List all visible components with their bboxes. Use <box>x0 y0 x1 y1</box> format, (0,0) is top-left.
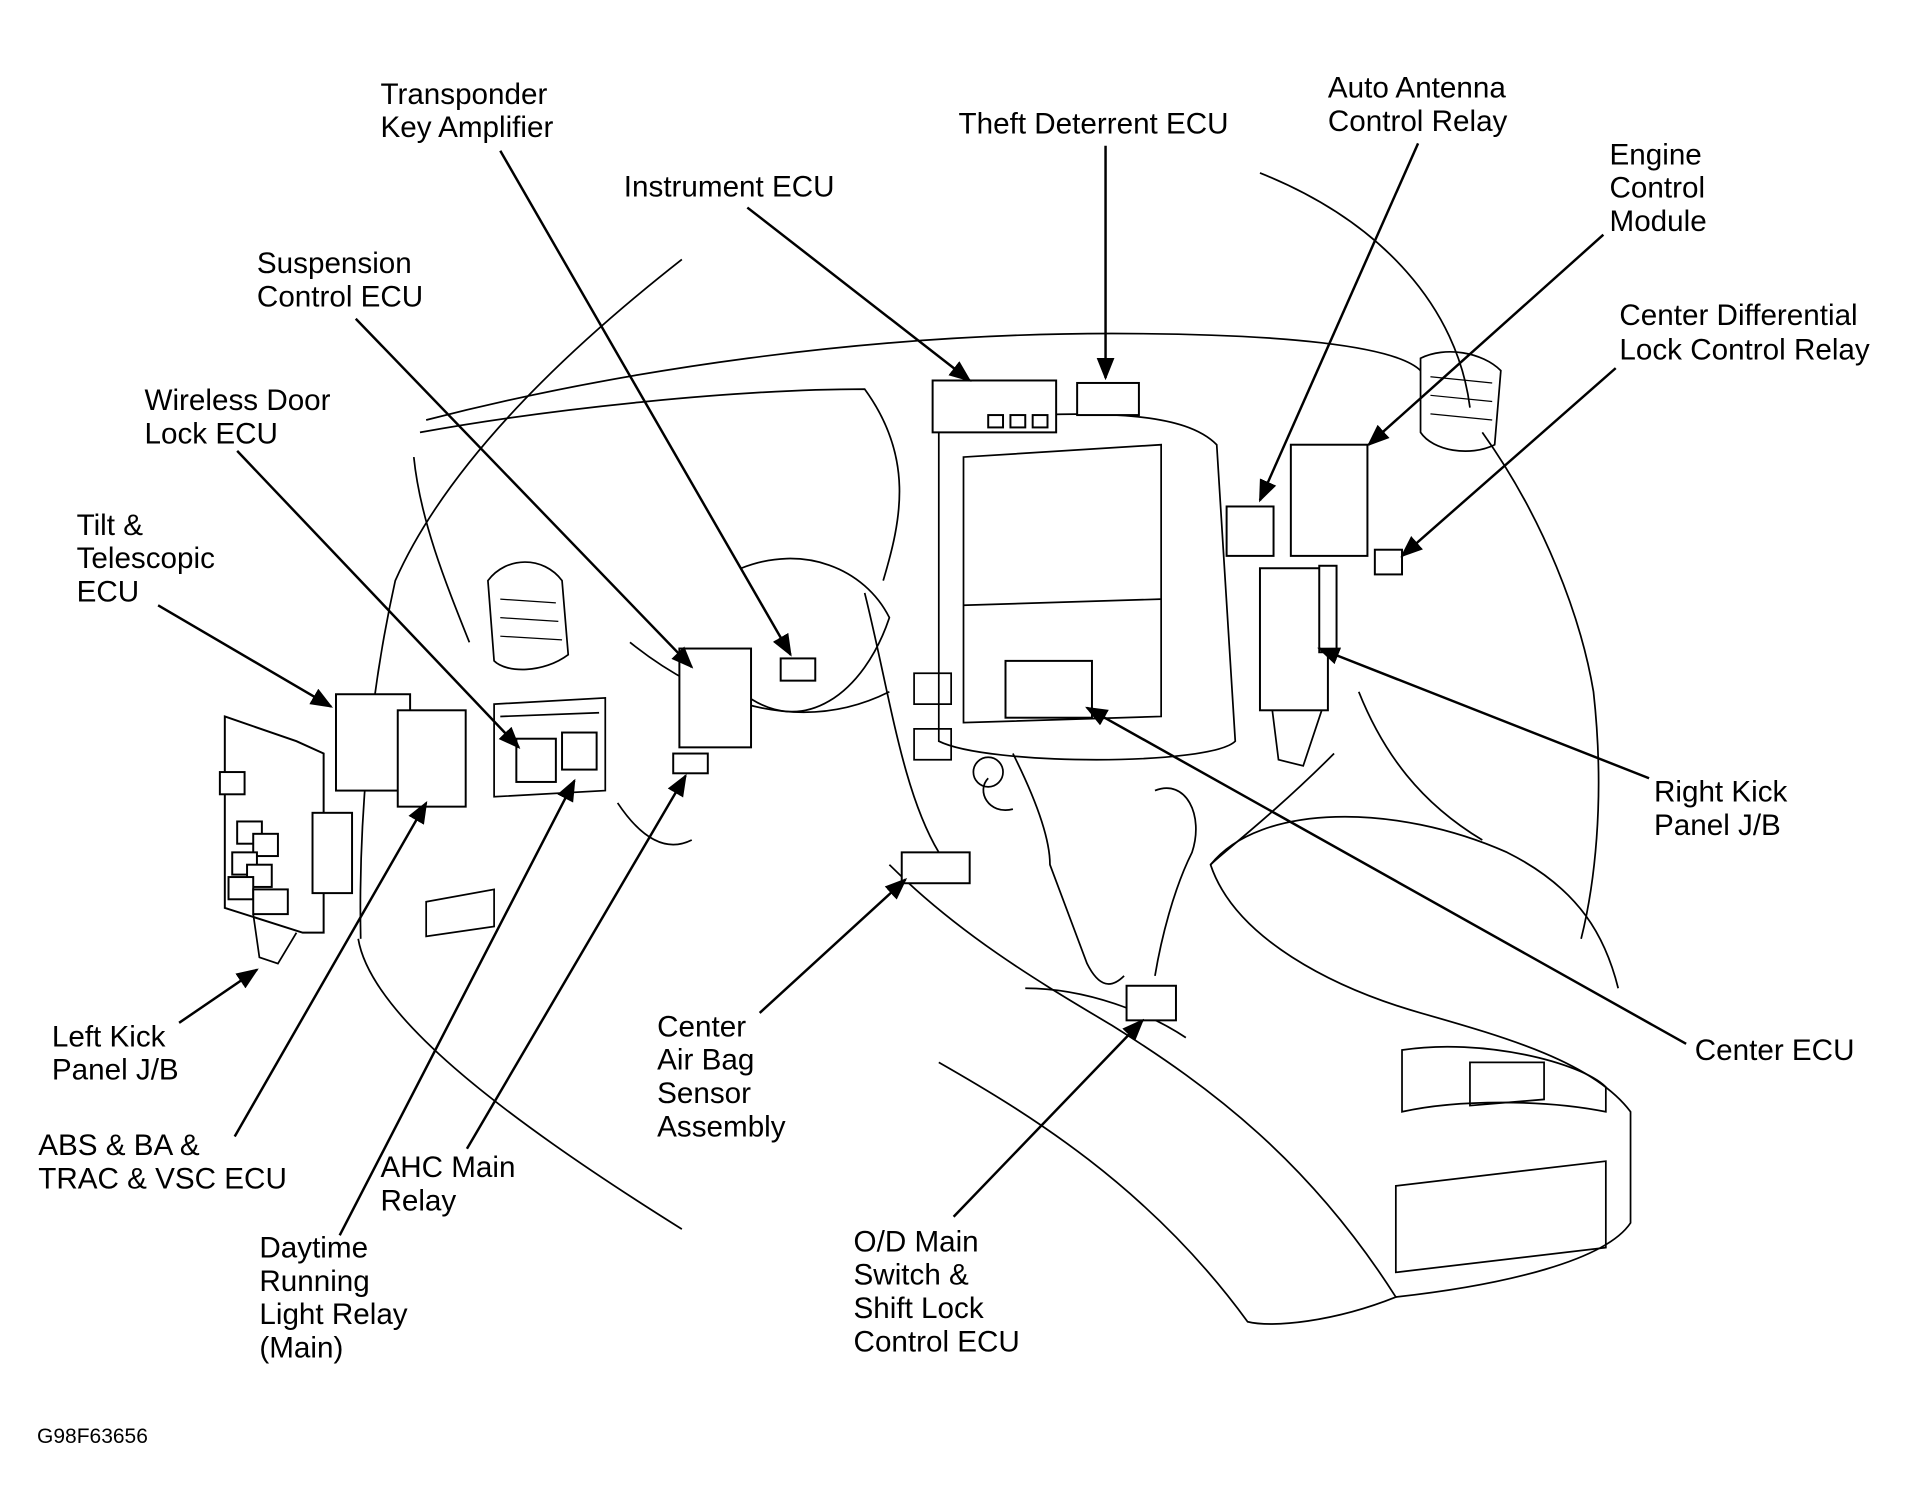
svg-text:Control: Control <box>1610 172 1706 205</box>
svg-text:Center ECU: Center ECU <box>1695 1034 1855 1067</box>
svg-text:Key Amplifier: Key Amplifier <box>380 111 553 144</box>
svg-text:Module: Module <box>1610 205 1707 238</box>
center-diff-relay-box <box>1373 548 1404 576</box>
svg-text:Daytime: Daytime <box>259 1232 368 1265</box>
label-right-kick-panel-jb: Right Kick Panel J/B <box>1654 776 1788 842</box>
svg-text:Lock ECU: Lock ECU <box>145 417 278 450</box>
label-suspension-control-ecu: Suspension Control ECU <box>257 247 423 313</box>
svg-text:Relay: Relay <box>380 1185 456 1218</box>
svg-text:Center Differential: Center Differential <box>1619 299 1857 332</box>
label-od-main-switch-shift-lock-ecu: O/D Main Switch & Shift Lock Control ECU <box>854 1225 1020 1358</box>
label-engine-control-module: Engine Control Module <box>1610 138 1707 238</box>
svg-text:Wireless Door: Wireless Door <box>145 384 331 417</box>
svg-text:Auto Antenna: Auto Antenna <box>1328 72 1506 105</box>
label-tilt-telescopic-ecu: Tilt & Telescopic ECU <box>77 509 216 609</box>
engine-control-module-box <box>1289 443 1369 557</box>
svg-text:Suspension: Suspension <box>257 247 412 280</box>
figure-id: G98F63656 <box>37 1425 148 1448</box>
svg-text:Telescopic: Telescopic <box>77 542 216 575</box>
svg-text:Center: Center <box>657 1010 746 1043</box>
svg-text:TRAC & VSC ECU: TRAC & VSC ECU <box>38 1162 287 1195</box>
svg-text:O/D Main: O/D Main <box>854 1225 979 1258</box>
abs-vsc-ecu-box <box>396 709 467 808</box>
label-center-ecu: Center ECU <box>1695 1034 1855 1067</box>
svg-text:Control ECU: Control ECU <box>854 1325 1020 1358</box>
svg-text:ABS & BA &: ABS & BA & <box>38 1129 200 1162</box>
svg-text:Engine: Engine <box>1610 138 1702 171</box>
transponder-amplifier-box <box>779 657 817 682</box>
od-switch-ecu-box <box>1125 984 1177 1022</box>
label-ahc-main-relay: AHC Main Relay <box>380 1151 515 1217</box>
wireless-door-lock-ecu-box <box>515 737 557 783</box>
svg-text:ECU: ECU <box>77 576 140 609</box>
center-ecu-box <box>1004 659 1093 719</box>
label-abs-ba-trac-vsc-ecu: ABS & BA & TRAC & VSC ECU <box>38 1129 287 1195</box>
svg-text:Light Relay: Light Relay <box>259 1298 407 1331</box>
label-center-air-bag-sensor-assembly: Center Air Bag Sensor Assembly <box>657 1010 786 1143</box>
svg-text:Sensor: Sensor <box>657 1077 751 1110</box>
svg-text:Control ECU: Control ECU <box>257 280 423 313</box>
svg-text:Assembly: Assembly <box>657 1110 786 1143</box>
label-wireless-door-lock-ecu: Wireless Door Lock ECU <box>145 384 331 450</box>
svg-text:Right Kick: Right Kick <box>1654 776 1788 809</box>
leader-lines <box>157 142 1687 1236</box>
svg-text:Instrument ECU: Instrument ECU <box>624 170 835 203</box>
label-auto-antenna-control-relay: Auto Antenna Control Relay <box>1328 72 1508 138</box>
svg-text:Tilt &: Tilt & <box>77 509 144 542</box>
svg-text:Lock Control Relay: Lock Control Relay <box>1619 333 1869 366</box>
dashboard-drawing <box>357 172 1632 1325</box>
label-instrument-ecu: Instrument ECU <box>624 170 835 203</box>
right-kick-panel-jb-box <box>1258 567 1329 712</box>
svg-text:Running: Running <box>259 1265 369 1298</box>
svg-text:Shift Lock: Shift Lock <box>854 1292 984 1325</box>
ahc-main-relay-box <box>672 752 709 775</box>
auto-antenna-relay-box <box>1225 505 1275 557</box>
svg-text:Panel J/B: Panel J/B <box>52 1054 179 1087</box>
drl-relay-box <box>561 731 598 771</box>
svg-text:AHC Main: AHC Main <box>380 1151 515 1184</box>
svg-text:Panel J/B: Panel J/B <box>1654 809 1781 842</box>
svg-text:(Main): (Main) <box>259 1332 343 1365</box>
svg-text:Left Kick: Left Kick <box>52 1020 166 1053</box>
theft-deterrent-ecu-box <box>1076 381 1140 417</box>
svg-text:Control Relay: Control Relay <box>1328 105 1508 138</box>
svg-text:Air Bag: Air Bag <box>657 1044 754 1077</box>
center-airbag-sensor-box <box>900 851 971 885</box>
label-center-differential-lock-control-relay: Center Differential Lock Control Relay <box>1619 299 1869 367</box>
label-daytime-running-light-relay: Daytime Running Light Relay (Main) <box>259 1232 407 1365</box>
label-left-kick-panel-jb: Left Kick Panel J/B <box>52 1020 179 1086</box>
svg-text:Transponder: Transponder <box>380 78 547 111</box>
suspension-control-ecu-box <box>678 647 753 749</box>
label-transponder-key-amplifier: Transponder Key Amplifier <box>380 78 553 144</box>
components <box>218 379 1404 1022</box>
svg-text:Theft Deterrent ECU: Theft Deterrent ECU <box>959 107 1229 140</box>
label-theft-deterrent-ecu: Theft Deterrent ECU <box>959 107 1229 140</box>
svg-text:Switch &: Switch & <box>854 1259 969 1292</box>
